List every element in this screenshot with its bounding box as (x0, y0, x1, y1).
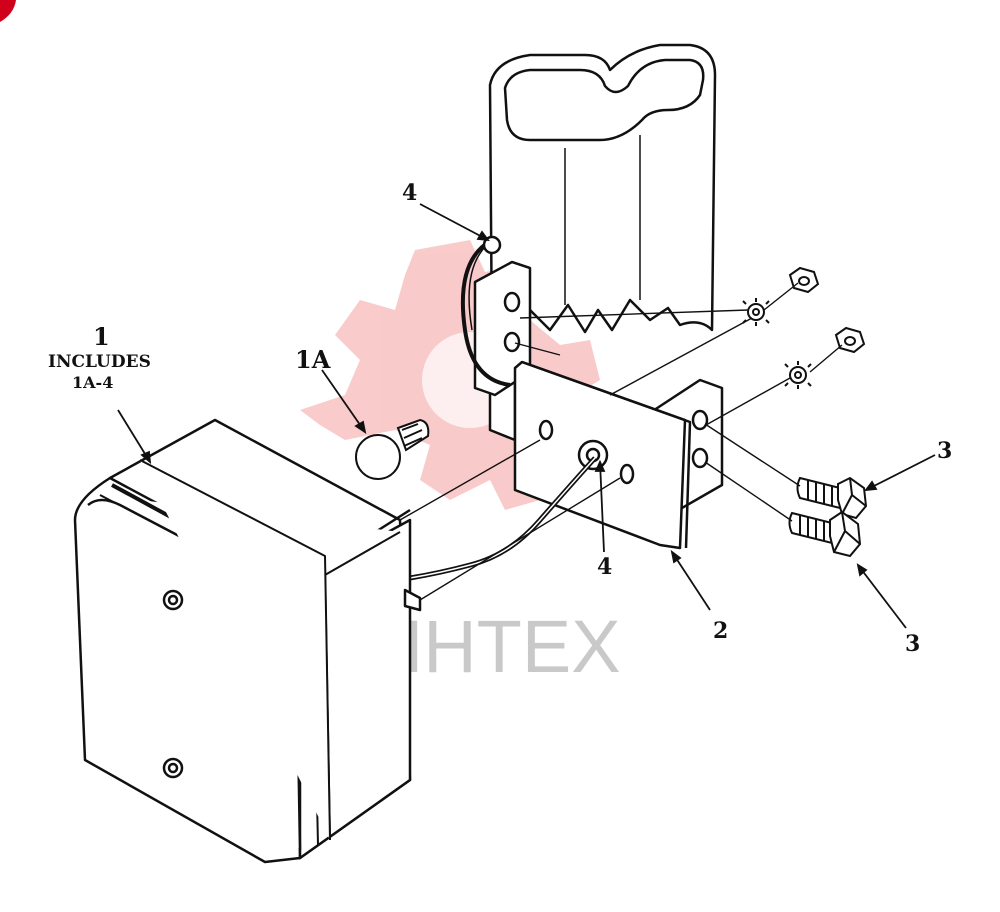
callout-item-3-lower: 3 (905, 631, 920, 657)
callout-item-1-includes: INCLUDES (48, 352, 151, 372)
watermark-text: ИНТЕХ (370, 605, 621, 688)
screw-upper (796, 476, 868, 520)
nut-lower (834, 326, 866, 354)
callout-item-1: 1 (93, 322, 110, 351)
corner-badge (0, 0, 16, 22)
lockwasher-lower (784, 361, 812, 389)
callout-item-2: 2 (713, 618, 728, 644)
lamp-bulb (355, 418, 430, 480)
hardware-nuts-washers (742, 266, 866, 389)
callout-item-4-upper: 4 (402, 180, 417, 206)
lamp-housing (73, 418, 422, 864)
callout-item-4-lower: 4 (597, 554, 612, 580)
callout-leaders (117, 203, 936, 629)
nut-upper (788, 266, 820, 294)
alignment-lines (399, 282, 843, 601)
screw-lower (788, 510, 862, 558)
callout-item-1a: 1A (295, 345, 331, 374)
wiring-harness (409, 456, 597, 581)
callout-item-3-upper: 3 (937, 438, 952, 464)
callout-item-1-range: 1A-4 (72, 373, 113, 392)
lockwasher-upper (742, 298, 770, 326)
